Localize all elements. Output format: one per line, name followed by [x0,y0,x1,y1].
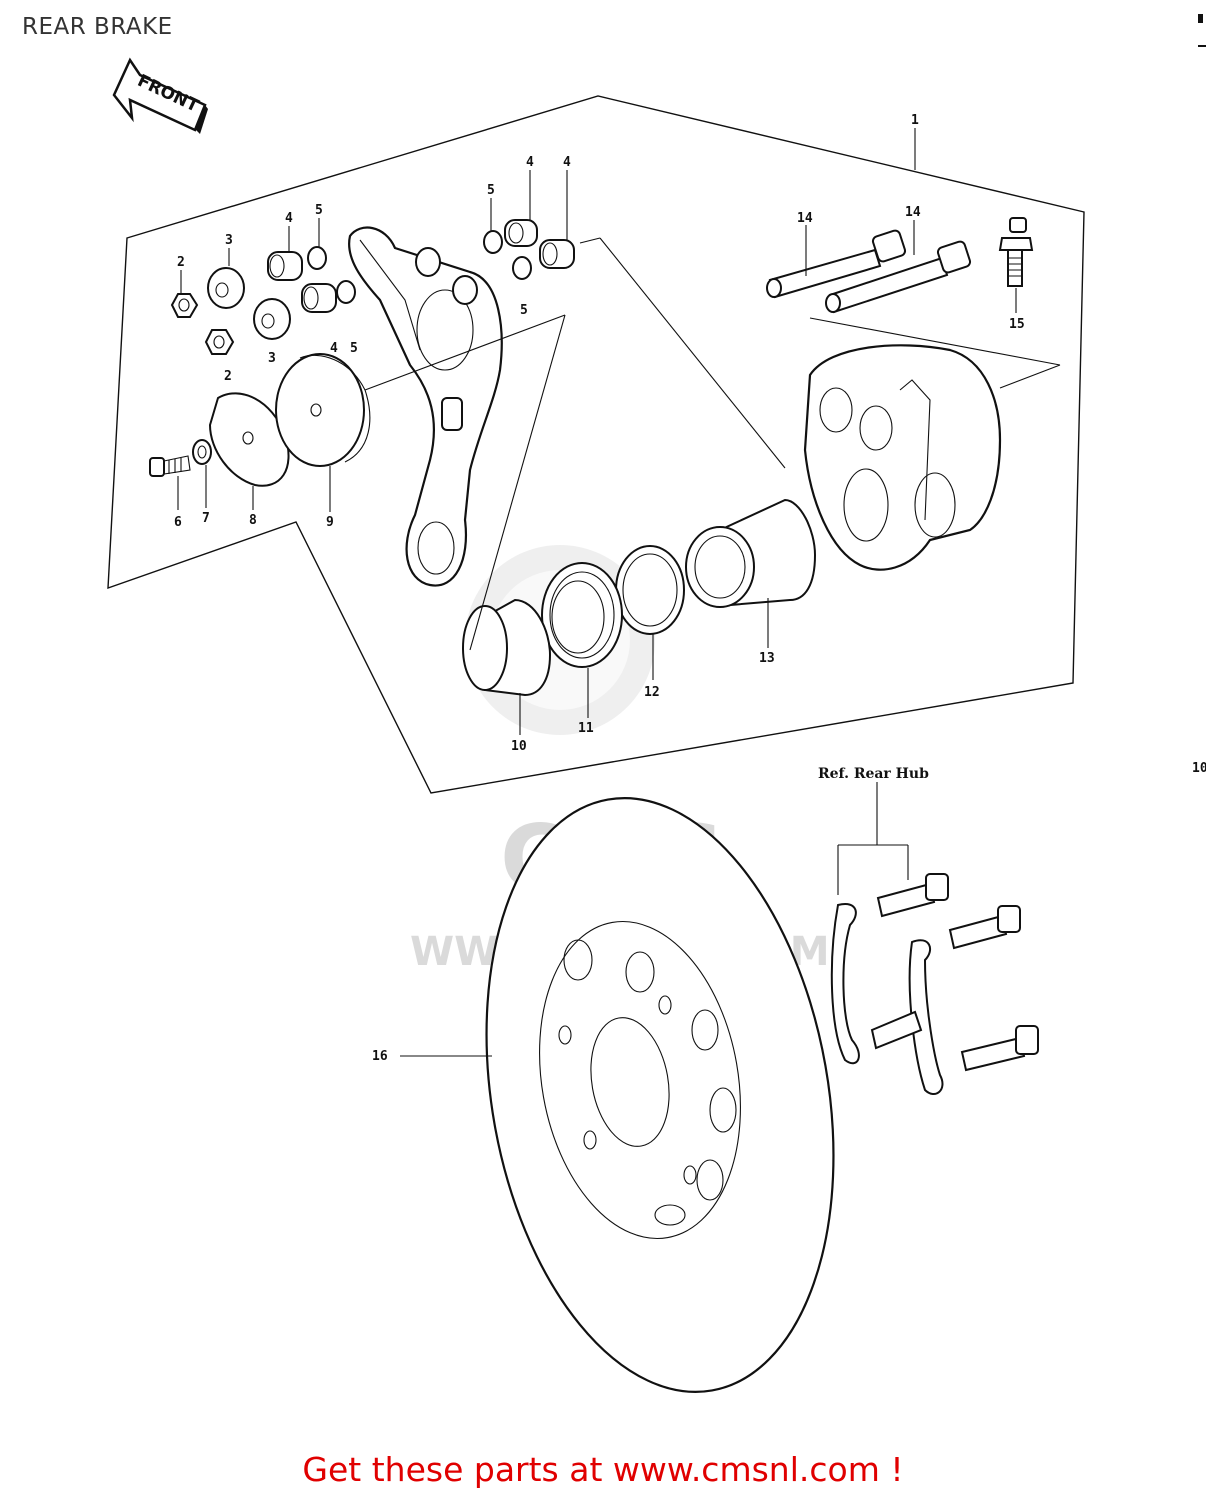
bushing-4d [539,239,575,269]
callout-5d: 5 [520,303,528,318]
bolt-14a [766,229,907,299]
bushing-4a [267,251,303,281]
bolt-6 [149,455,191,477]
hub-bolt-b [948,905,1021,950]
callout-2b: 2 [224,369,232,384]
callout-14a: 14 [797,211,813,226]
piston-13 [685,498,817,608]
get-parts-link[interactable]: Get these parts at www.cmsnl.com ! [302,1450,904,1489]
callout-15: 15 [1009,317,1025,332]
callout-16: 16 [372,1049,388,1064]
cover-plate-8 [208,392,290,487]
front-arrow-icon: FRONT [112,57,208,134]
oring-5c [483,230,503,254]
bleeder-valve-15 [998,217,1034,287]
callout-4b: 4 [330,341,338,356]
callout-14b: 14 [905,205,921,220]
oring-5b [336,280,356,304]
oring-5d [512,256,532,280]
callout-12: 12 [644,685,660,700]
cap-9 [275,353,371,467]
callout-4d: 4 [563,155,571,170]
callout-10: 10 [511,739,527,754]
callout-7: 7 [202,511,210,526]
corner-mark: 10 [1192,761,1206,776]
oring-5a [307,246,327,270]
callout-3a: 3 [225,233,233,248]
callout-8: 8 [249,513,257,528]
callout-13: 13 [759,651,775,666]
callout-11: 11 [578,721,594,736]
callout-5b: 5 [350,341,358,356]
caliper-bracket [348,226,503,587]
hub-bolt-c [870,1010,923,1050]
callout-5a: 5 [315,203,323,218]
callout-9: 9 [326,515,334,530]
callout-6: 6 [174,515,182,530]
callout-2a: 2 [177,255,185,270]
caliper-assembly-outline [107,95,1085,794]
corner-fragment: 10 [1192,14,1206,776]
page-title: REAR BRAKE [22,14,173,40]
lock-plate-a [830,903,860,1065]
bushing-4c [504,219,538,247]
bolt-14b [825,240,972,314]
brake-disc-16 [485,797,835,1393]
seal-12 [615,545,685,635]
callout-5c: 5 [487,183,495,198]
callout-4c: 4 [526,155,534,170]
bushing-4b [301,283,337,313]
nut-2b [204,329,235,355]
washer-7 [192,439,212,465]
hub-bolt-d [960,1025,1039,1072]
collar-3a [207,267,245,309]
nut-2a [170,293,199,318]
callout-4a: 4 [285,211,293,226]
hub-bolt-a [876,873,949,918]
callout-1: 1 [911,113,919,128]
cup-10 [462,598,552,697]
ref-rear-hub-note: Ref. Rear Hub [818,766,929,782]
boot-11 [541,562,623,668]
caliper-body [803,344,1002,571]
callout-3b: 3 [268,351,276,366]
collar-3b [253,298,291,340]
